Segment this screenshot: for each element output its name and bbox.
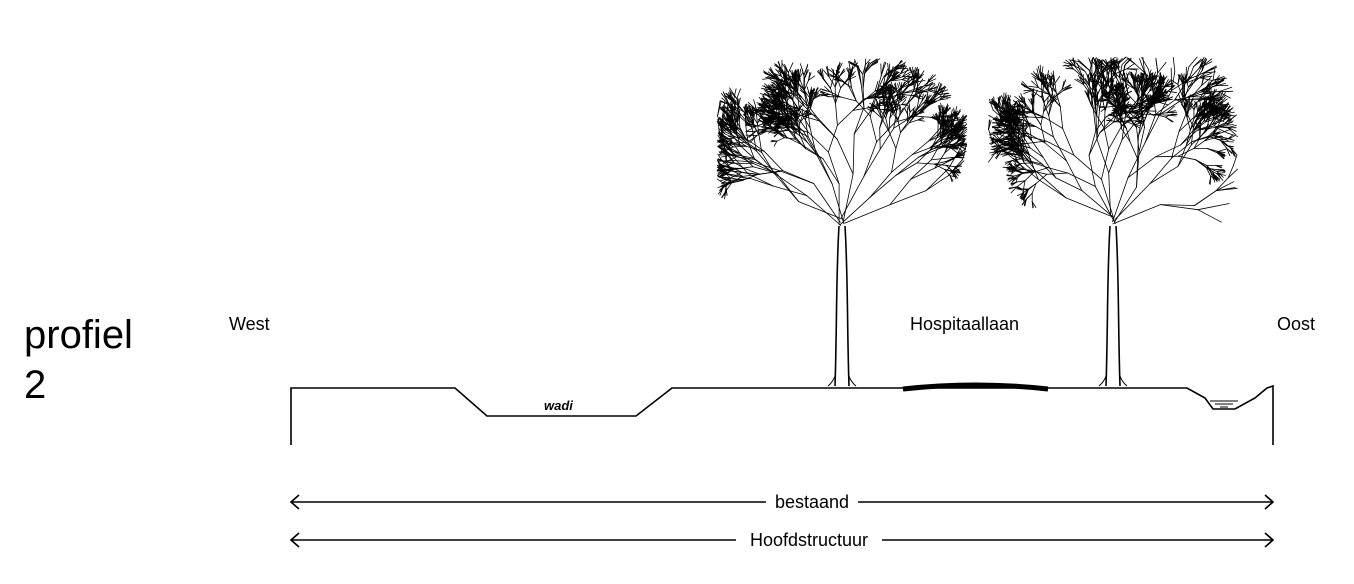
ground-profile (290, 384, 1274, 445)
dimension-line-main-structure: Hoofdstructuur (289, 529, 1275, 550)
dimension-label-existing: bestaand (775, 492, 849, 512)
wadi-label: wadi (544, 398, 573, 413)
ditch-water-symbol (1210, 400, 1238, 408)
road-pavement (902, 382, 1049, 392)
dimension-line-existing: bestaand (289, 491, 1275, 512)
tree-left (716, 58, 968, 387)
profile-title-line2: 2 (24, 363, 46, 407)
dimension-label-main-structure: Hoofdstructuur (750, 530, 868, 550)
east-label: Oost (1277, 314, 1315, 334)
road-name-label: Hospitaallaan (910, 314, 1019, 334)
west-label: West (229, 314, 270, 334)
profile-title-line1: profiel (24, 313, 133, 357)
tree-right (988, 56, 1239, 387)
